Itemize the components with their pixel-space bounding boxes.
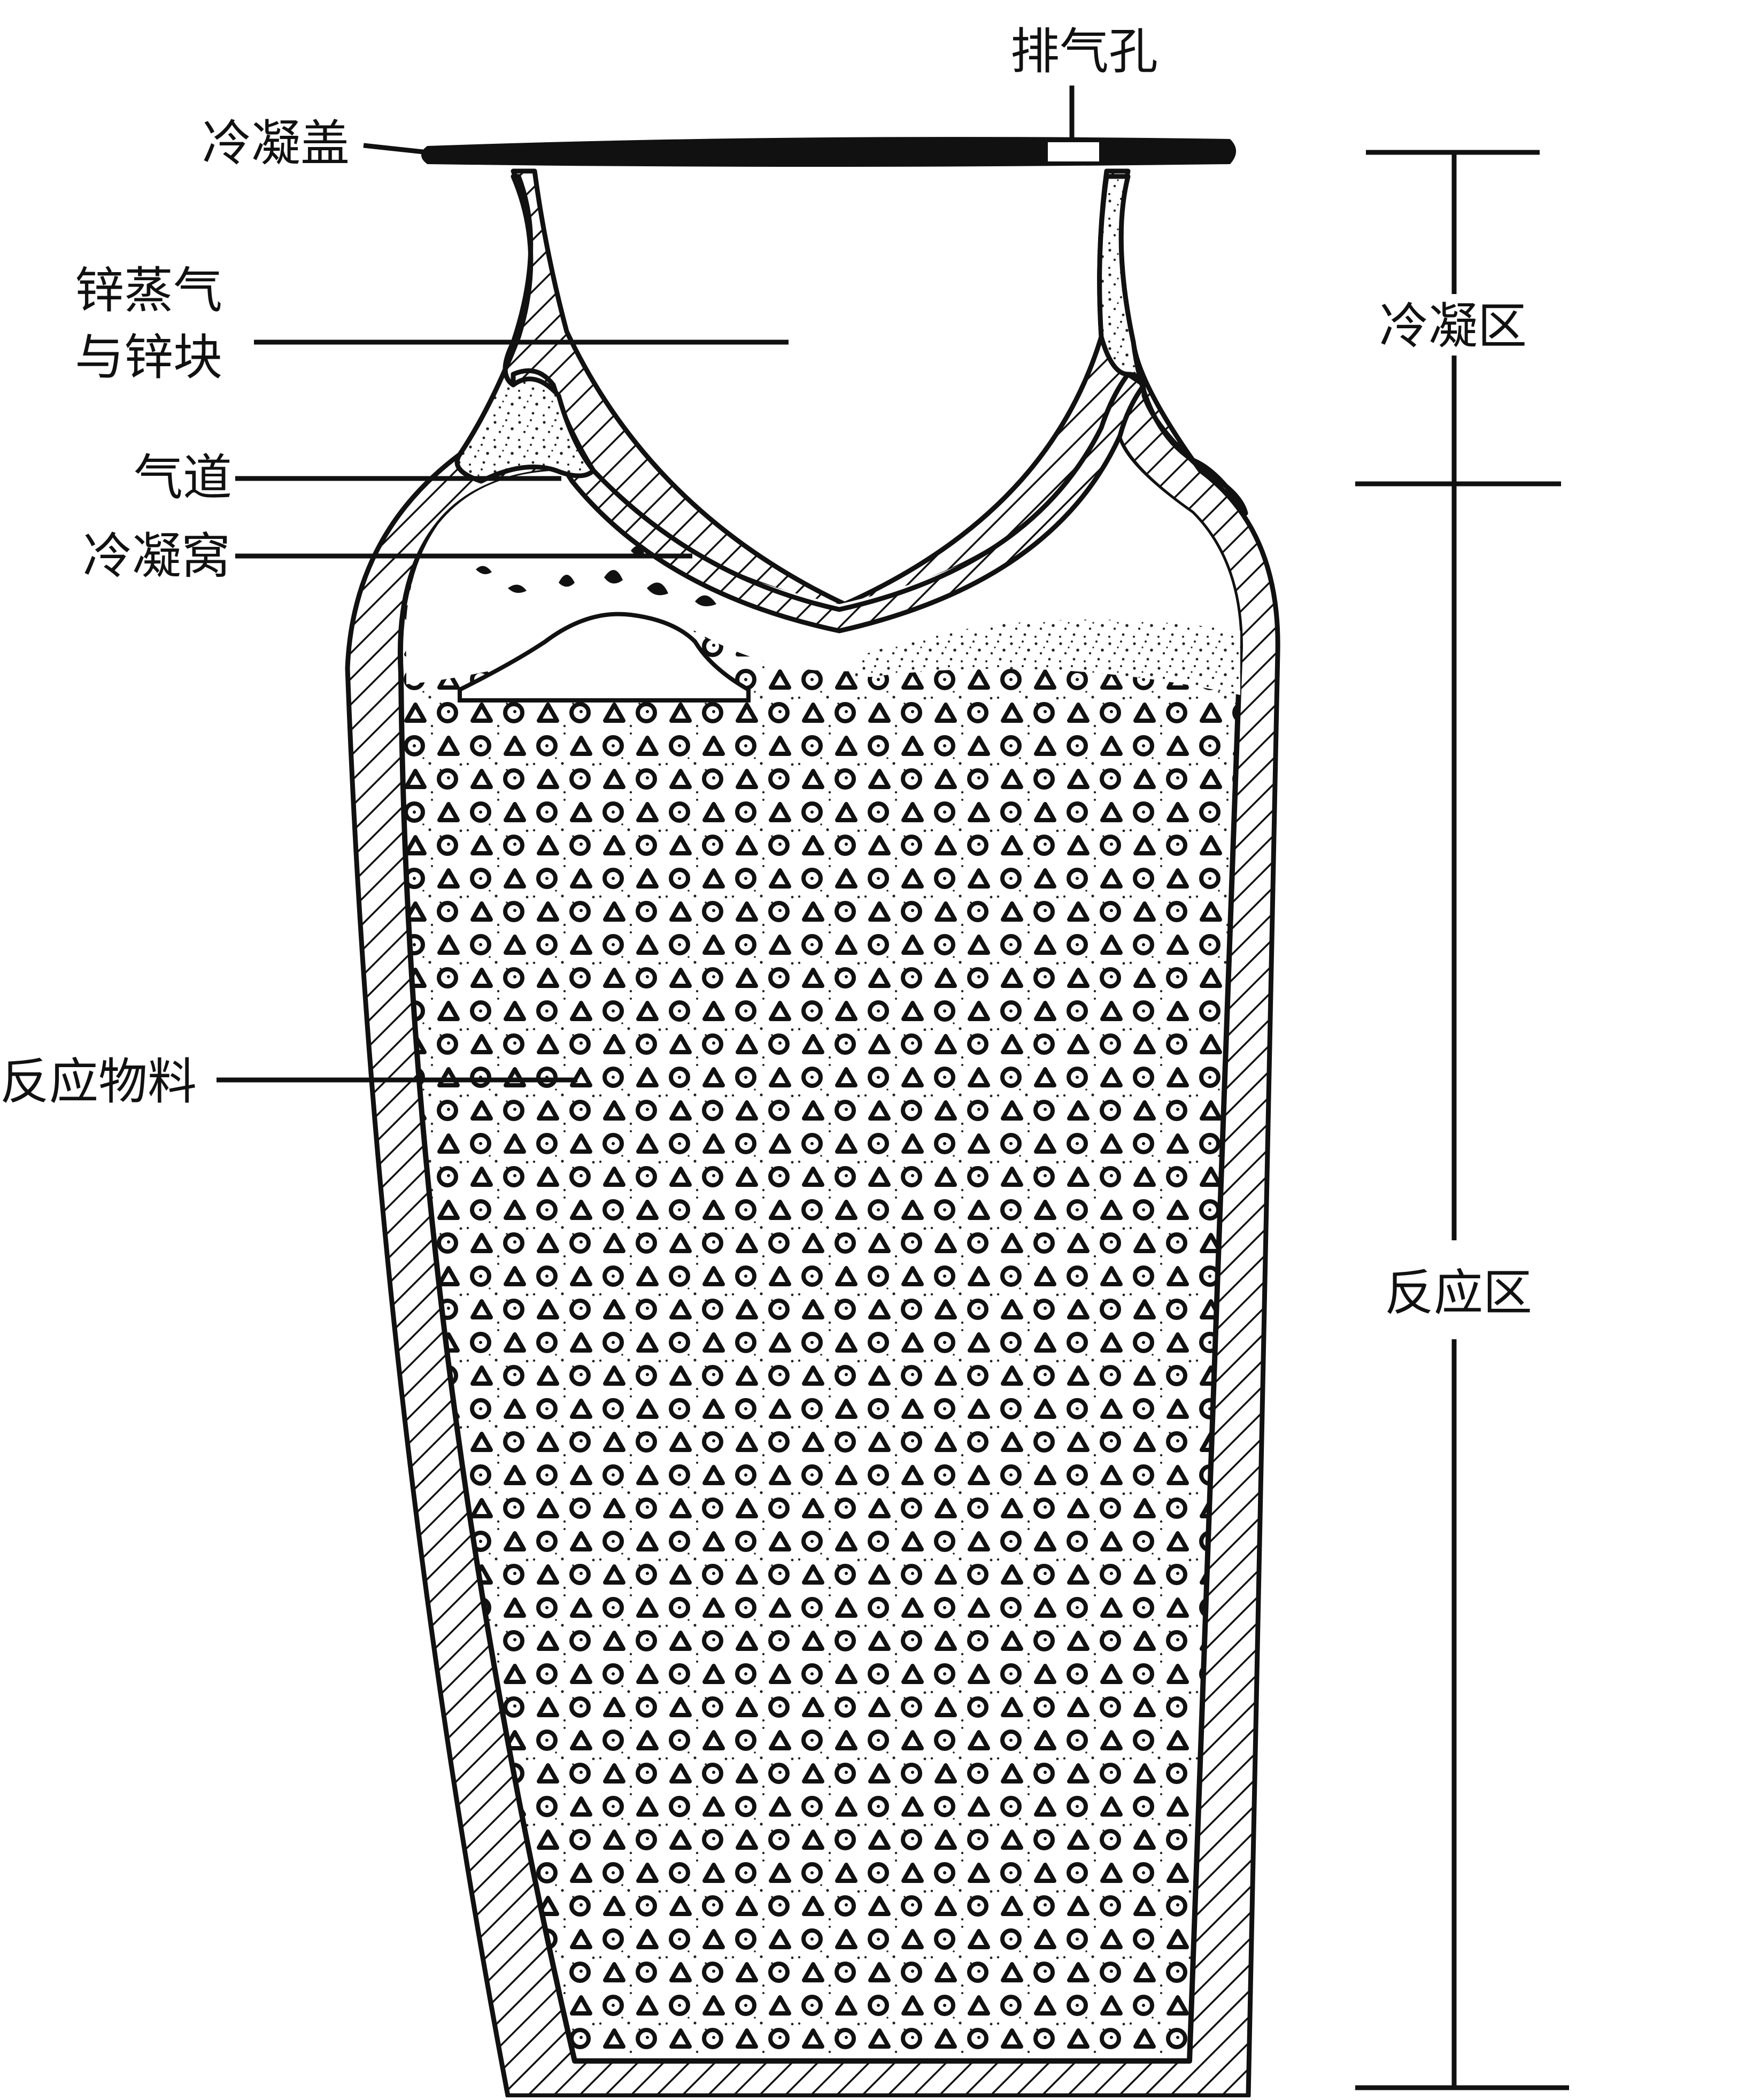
condensation-chamber-right <box>1097 174 1248 516</box>
zone-bracket <box>1355 150 1569 2090</box>
splash-droplets <box>476 546 716 606</box>
label-condenser-lid: 冷凝盖 <box>202 115 350 172</box>
condenser-lid <box>421 137 1236 167</box>
label-reaction-material: 反应物料 <box>0 1053 197 1110</box>
charge-mound <box>458 612 751 702</box>
label-condensing-nest: 冷凝窝 <box>83 528 230 585</box>
label-condensation-zone: 冷凝区 <box>1379 298 1527 355</box>
headspace-stipple <box>855 619 1240 695</box>
label-zinc-vapor-line2: 与锌块 <box>75 329 222 386</box>
label-reaction-zone: 反应区 <box>1385 1264 1532 1322</box>
label-gas-channel: 气道 <box>134 449 232 506</box>
label-vent-hole: 排气孔 <box>1010 23 1158 80</box>
condensing-nest <box>511 368 1147 634</box>
leader-lines <box>217 86 1075 1083</box>
label-zinc-vapor-line1: 锌蒸气 <box>75 262 222 319</box>
vent-hole-marker <box>1045 139 1102 165</box>
